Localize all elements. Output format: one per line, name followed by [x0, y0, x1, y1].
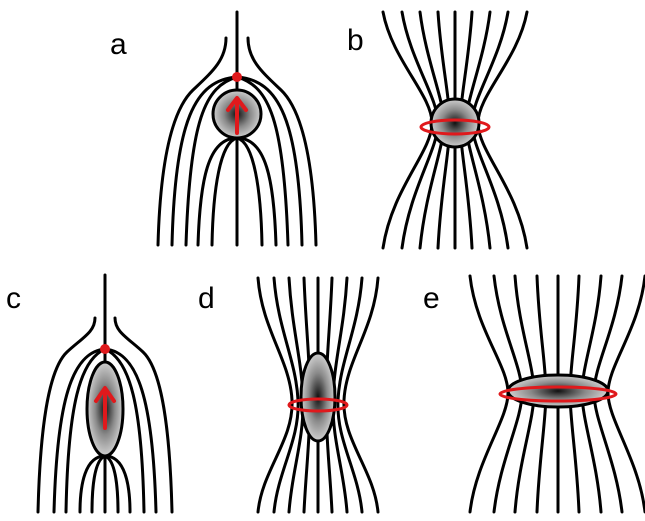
sphere-b — [431, 99, 479, 147]
panel-b: b — [347, 12, 527, 248]
field-line — [105, 456, 118, 512]
field-line — [258, 278, 292, 512]
field-line — [198, 138, 237, 245]
pole-dot-a — [232, 72, 242, 82]
panel-d: d — [198, 278, 378, 512]
panel-label-c: c — [6, 282, 21, 315]
field-line — [212, 138, 237, 245]
field-line — [248, 38, 316, 245]
field-line — [608, 276, 645, 512]
panel-label-e: e — [423, 282, 440, 315]
field-line — [344, 278, 378, 512]
field-line — [237, 138, 262, 245]
field-line — [237, 138, 276, 245]
field-line — [158, 38, 226, 245]
panel-label-d: d — [198, 282, 215, 315]
panel-e: e — [423, 276, 645, 512]
panel-label-b: b — [347, 24, 364, 57]
field-line — [92, 456, 105, 512]
prolate-spheroid-d — [301, 353, 335, 441]
panel-a: a — [110, 12, 316, 245]
pole-dot-c — [100, 344, 110, 354]
field-line — [470, 276, 508, 512]
panel-label-a: a — [110, 28, 127, 61]
panel-c: c — [6, 275, 172, 512]
